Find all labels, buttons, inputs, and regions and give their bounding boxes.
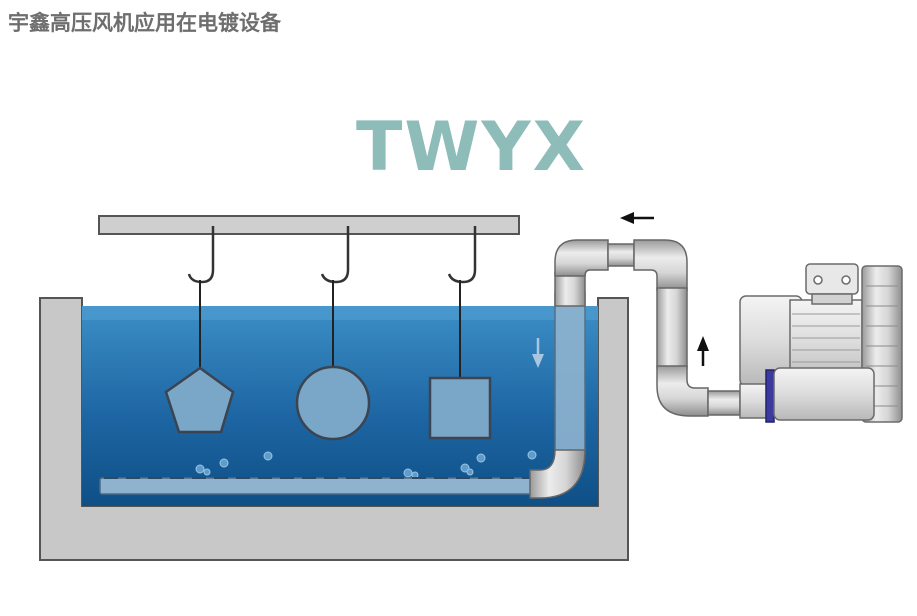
circle-workpiece	[295, 365, 371, 441]
page-title: 宇鑫高压风机应用在电镀设备	[8, 11, 281, 35]
air-pipe-submerged	[529, 291, 586, 499]
arrow-up	[697, 336, 709, 366]
arrow-down	[532, 338, 544, 368]
hook	[187, 226, 477, 284]
aeration-pipe	[99, 477, 533, 495]
hanging-wires	[199, 280, 461, 378]
high-pressure-blower	[739, 263, 903, 423]
brand-logo: TWYX	[356, 108, 588, 187]
arrow-left	[620, 212, 654, 224]
bubbles	[151, 450, 537, 485]
air-pipe	[554, 239, 741, 417]
pentagon-workpiece	[164, 366, 235, 434]
hanger-rail	[98, 215, 520, 235]
square-workpiece	[428, 376, 492, 440]
